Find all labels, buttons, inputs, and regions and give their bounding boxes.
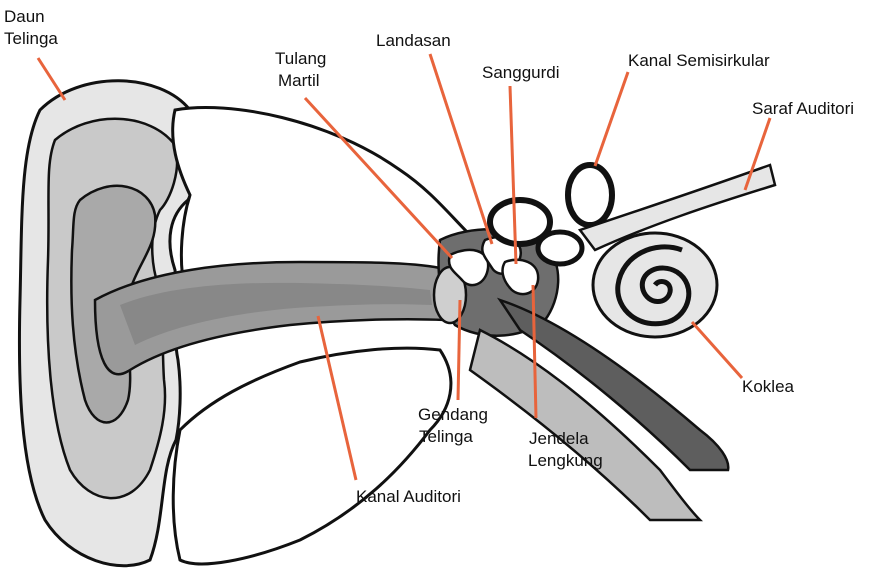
label-jendela-lengkung-line1: Jendela: [529, 428, 589, 449]
label-koklea: Koklea: [742, 376, 794, 397]
label-tulang-martil-line1: Tulang: [275, 48, 326, 69]
label-gendang-telinga-line2: Telinga: [419, 426, 473, 447]
label-jendela-lengkung-line2: Lengkung: [528, 450, 603, 471]
leader-gendang-telinga: [458, 300, 460, 400]
leader-daun-telinga: [38, 58, 65, 100]
semicircular-canal-3: [538, 232, 582, 264]
label-tulang-martil-line2: Martil: [278, 70, 320, 91]
label-saraf-auditori: Saraf Auditori: [752, 98, 854, 119]
semicircular-canal-2: [568, 165, 612, 225]
label-daun-telinga-line1: Daun: [4, 6, 45, 27]
label-kanal-auditori: Kanal Auditori: [356, 486, 461, 507]
label-landasan: Landasan: [376, 30, 451, 51]
leader-koklea: [692, 322, 742, 378]
leader-kanal-semisirkular: [595, 72, 628, 166]
label-sanggurdi: Sanggurdi: [482, 62, 560, 83]
temporal-bone-lower: [173, 348, 451, 564]
label-gendang-telinga-line1: Gendang: [418, 404, 488, 425]
label-daun-telinga-line2: Telinga: [4, 28, 58, 49]
label-kanal-semisirkular: Kanal Semisirkular: [628, 50, 770, 71]
